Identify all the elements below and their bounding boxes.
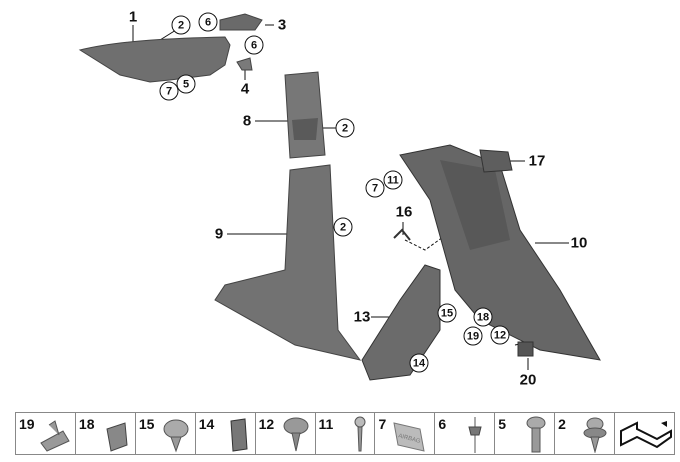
torx-screw-icon [526,416,546,453]
clip-icon [106,422,128,452]
callout-4: 4 [240,80,250,98]
callout-circle-2: 2 [333,217,353,237]
callout-13: 13 [353,308,371,326]
callout-circle-6: 6 [198,12,218,32]
blind-rivet-icon [468,417,482,453]
callout-circle-14: 14 [409,353,429,373]
legend-cell-11: 11 [316,413,376,454]
airbag-marking: AIRBAG [398,433,422,445]
callout-circle-18: 18 [473,307,493,327]
clip-nut-icon [230,418,248,452]
callout-3: 3 [277,16,287,34]
callout-9: 9 [214,225,224,243]
callout-10: 10 [570,234,588,252]
legend-cell-19: 19 [16,413,76,454]
bolt-icon [354,416,366,452]
callout-8: 8 [242,112,252,130]
callout-16: 16 [395,203,413,221]
expanding-rivet-icon [163,419,189,453]
callout-circle-2: 2 [171,15,191,35]
callout-circle-5: 5 [176,74,196,94]
callout-circle-19: 19 [463,326,483,346]
callout-circle-12: 12 [490,325,510,345]
screw-icon [283,417,309,452]
legend-cell-5: 5 [495,413,556,454]
callout-17: 17 [528,152,546,170]
legend-cell-15: 15 [136,413,196,454]
callout-circle-11: 11 [383,170,403,190]
diagram-drawing [78,13,601,381]
callout-20: 20 [519,371,537,389]
arrow-symbol-icon [620,421,673,449]
legend-cell-arrow [615,413,674,454]
callout-circle-2: 2 [335,118,355,138]
legend-cell-14: 14 [196,413,256,454]
callout-circle-6: 6 [244,35,264,55]
callout-circle-15: 15 [437,303,457,323]
legend-cell-12: 12 [256,413,316,454]
callout-1: 1 [128,8,138,26]
airbag-badge-icon: AIRBAG [393,422,425,452]
callout-circle-7: 7 [159,81,179,101]
clip-icon [40,420,70,452]
legend-cell-2: 2 [555,413,616,454]
callout-circle-7: 7 [365,178,385,198]
plastic-rivet-icon [583,417,607,453]
legend-cell-18: 18 [76,413,136,454]
legend-cell-6: 6 [435,413,496,454]
